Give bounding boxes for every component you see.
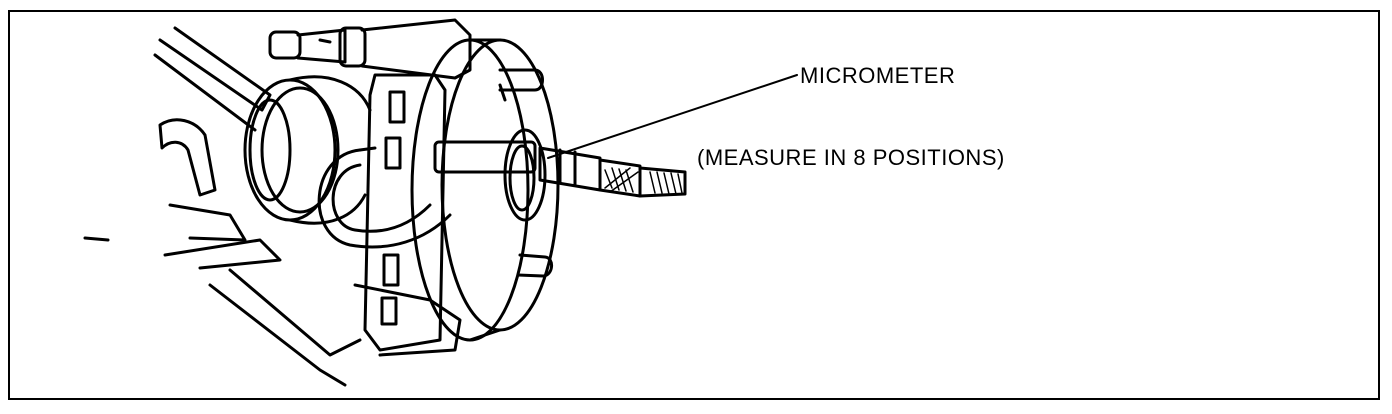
suspension-arm xyxy=(83,26,362,387)
wheel-studs xyxy=(498,68,553,278)
micrometer-ratchet xyxy=(604,167,683,195)
brake-caliper xyxy=(353,73,462,357)
micrometer-label: MICROMETER xyxy=(800,63,956,88)
leader-line xyxy=(547,74,798,159)
micrometer-spindle xyxy=(433,140,687,198)
upper-shaft xyxy=(268,18,472,80)
figure-frame xyxy=(8,10,1380,400)
measure-note-label: (MEASURE IN 8 POSITIONS) xyxy=(697,145,1005,170)
brake-disc-rotor xyxy=(410,38,560,342)
dust-boot xyxy=(243,75,372,225)
micrometer-frame xyxy=(317,146,452,249)
